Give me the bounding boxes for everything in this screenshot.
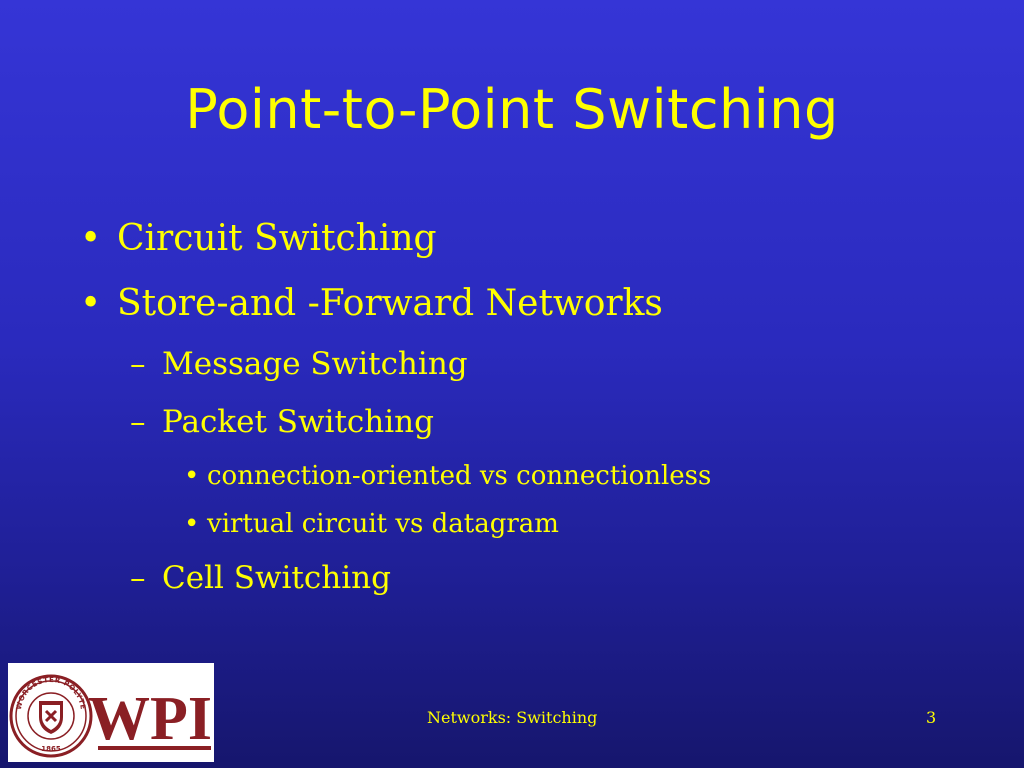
sub-bullet-marker: – xyxy=(130,560,146,596)
footer-title: Networks: Switching xyxy=(427,708,598,727)
sub-bullet-text-packet-switching: Packet Switching xyxy=(162,404,434,440)
sub-bullet-text-message-switching: Message Switching xyxy=(162,346,468,382)
sub-sub-bullet-text-virtual-circuit: virtual circuit vs datagram xyxy=(207,509,559,539)
bullet-marker: • xyxy=(80,218,102,259)
sub-sub-bullet-marker: • xyxy=(184,461,200,491)
bullet-marker: • xyxy=(80,283,102,324)
sub-sub-bullet-marker: • xyxy=(184,509,200,539)
wpi-wordmark: WPI xyxy=(88,685,212,753)
page-number: 3 xyxy=(926,708,937,727)
wpi-logo: WORCESTER POLYTECHNIC INSTITUTE 1865 WPI xyxy=(5,657,214,762)
sub-sub-bullet-text-connection: connection-oriented vs connectionless xyxy=(207,461,712,491)
slide-title: Point-to-Point Switching xyxy=(185,78,839,141)
sub-bullet-marker: – xyxy=(130,346,146,382)
sub-bullet-marker: – xyxy=(130,404,146,440)
sub-bullet-text-cell-switching: Cell Switching xyxy=(162,560,391,596)
wpi-seal-icon: WORCESTER POLYTECHNIC INSTITUTE 1865 WPI xyxy=(5,657,212,758)
bullet-text-circuit-switching: Circuit Switching xyxy=(117,218,437,259)
bullet-text-store-and-forward: Store-and -Forward Networks xyxy=(117,283,663,324)
seal-year: 1865 xyxy=(41,745,61,753)
